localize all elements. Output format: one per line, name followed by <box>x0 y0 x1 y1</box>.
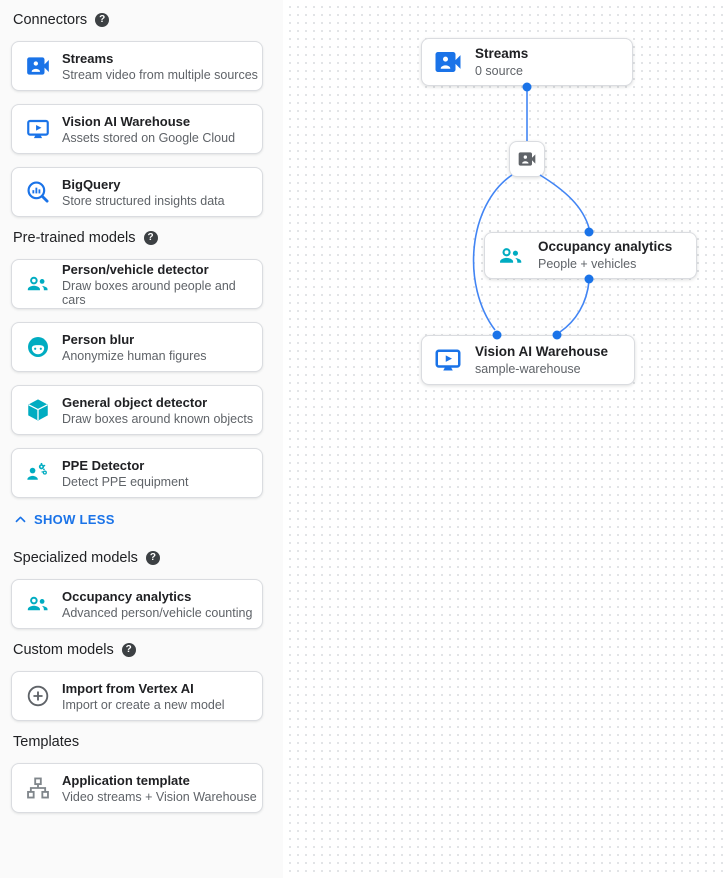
sidebar-item-streams[interactable]: Streams Stream video from multiple sourc… <box>11 41 263 91</box>
card-subtitle: Video streams + Vision Warehouse <box>62 789 257 804</box>
help-icon[interactable]: ? <box>145 551 160 565</box>
section-title: Connectors <box>13 12 88 28</box>
node-title: Streams <box>475 45 529 61</box>
card-title: General object detector <box>62 394 208 410</box>
section-header-connectors: Connectors ? <box>13 12 283 28</box>
card-subtitle: Advanced person/vehicle counting <box>62 605 253 620</box>
card-title: Import from Vertex AI <box>62 680 194 696</box>
card-title: PPE Detector <box>62 457 145 473</box>
sidebar-item-ppe-detector[interactable]: PPE Detector Detect PPE equipment <box>11 448 263 498</box>
section-header-pretrained: Pre-trained models ? <box>13 230 283 246</box>
node-occupancy-analytics[interactable]: Occupancy analytics People + vehicles <box>484 232 697 279</box>
card-title: Application template <box>62 772 190 788</box>
sitemap-icon <box>25 775 51 801</box>
node-vision-ai-warehouse[interactable]: Vision AI Warehouse sample-warehouse <box>421 335 635 385</box>
show-less-label: SHOW LESS <box>34 511 115 527</box>
connector-edges <box>472 82 594 340</box>
node-streams[interactable]: Streams 0 source <box>421 38 633 86</box>
node-title: Vision AI Warehouse <box>475 343 609 359</box>
sidebar-item-person-vehicle-detector[interactable]: Person/vehicle detector Draw boxes aroun… <box>11 259 263 309</box>
bigquery-icon <box>25 179 51 205</box>
section-title: Templates <box>13 734 80 750</box>
face-icon <box>25 334 51 360</box>
edge-occupancy-to-warehouse <box>559 280 590 333</box>
sidebar-item-application-template[interactable]: Application template Video streams + Vis… <box>11 763 263 813</box>
smart-display-icon <box>433 345 463 375</box>
card-title: Person/vehicle detector <box>62 261 209 277</box>
card-title: Person blur <box>62 331 135 347</box>
card-subtitle: Stream video from multiple sources <box>62 67 258 82</box>
card-subtitle: Assets stored on Google Cloud <box>62 130 236 145</box>
node-stream-source-mini[interactable] <box>509 141 545 177</box>
card-subtitle: Detect PPE equipment <box>62 474 189 489</box>
help-icon[interactable]: ? <box>95 13 110 27</box>
section-header-specialized: Specialized models ? <box>13 550 283 566</box>
card-subtitle: Store structured insights data <box>62 193 225 208</box>
ppe-person-gear-icon <box>25 460 51 486</box>
group-icon <box>496 241 526 271</box>
group-icon <box>25 591 51 617</box>
sidebar-item-general-object-detector[interactable]: General object detector Draw boxes aroun… <box>11 385 263 435</box>
sidebar-item-vision-ai-warehouse[interactable]: Vision AI Warehouse Assets stored on Goo… <box>11 104 263 154</box>
cube-icon <box>25 397 51 423</box>
section-title: Custom models <box>13 642 114 658</box>
card-title: Streams <box>62 50 114 66</box>
card-subtitle: Draw boxes around known objects <box>62 411 254 426</box>
card-title: Occupancy analytics <box>62 588 192 604</box>
help-icon[interactable]: ? <box>121 643 136 657</box>
smart-display-icon <box>25 116 51 142</box>
node-subtitle: People + vehicles <box>538 257 637 271</box>
card-subtitle: Draw boxes around people and cars <box>62 278 236 307</box>
node-subtitle: 0 source <box>475 63 523 78</box>
card-subtitle: Import or create a new model <box>62 697 225 712</box>
show-less-link[interactable]: SHOW LESS <box>13 511 283 527</box>
video-camera-front-icon <box>433 47 463 77</box>
card-subtitle: Anonymize human figures <box>62 348 207 363</box>
add-circle-icon <box>25 683 51 709</box>
section-title: Pre-trained models <box>13 230 136 246</box>
card-title: BigQuery <box>62 176 121 192</box>
chevron-up-icon <box>13 512 28 527</box>
edge-source-to-occupancy <box>539 174 590 229</box>
group-icon <box>25 271 51 297</box>
sidebar-item-bigquery[interactable]: BigQuery Store structured insights data <box>11 167 263 217</box>
sidebar-item-person-blur[interactable]: Person blur Anonymize human figures <box>11 322 263 372</box>
video-camera-front-icon <box>517 149 537 169</box>
section-header-templates: Templates <box>13 734 283 750</box>
section-header-custom: Custom models ? <box>13 642 283 658</box>
node-subtitle: sample-warehouse <box>475 361 581 376</box>
video-camera-front-icon <box>25 53 51 79</box>
sidebar-item-occupancy-analytics[interactable]: Occupancy analytics Advanced person/vehi… <box>11 579 263 629</box>
graph-canvas[interactable]: Streams 0 source Occupancy analytics Peo… <box>283 0 725 878</box>
card-title: Vision AI Warehouse <box>62 113 191 129</box>
component-sidebar: Connectors ? Streams Stream video from m… <box>0 0 283 878</box>
help-icon[interactable]: ? <box>143 231 158 245</box>
node-title: Occupancy analytics <box>538 239 673 254</box>
sidebar-item-import-vertex-ai[interactable]: Import from Vertex AI Import or create a… <box>11 671 263 721</box>
section-title: Specialized models <box>13 550 138 566</box>
